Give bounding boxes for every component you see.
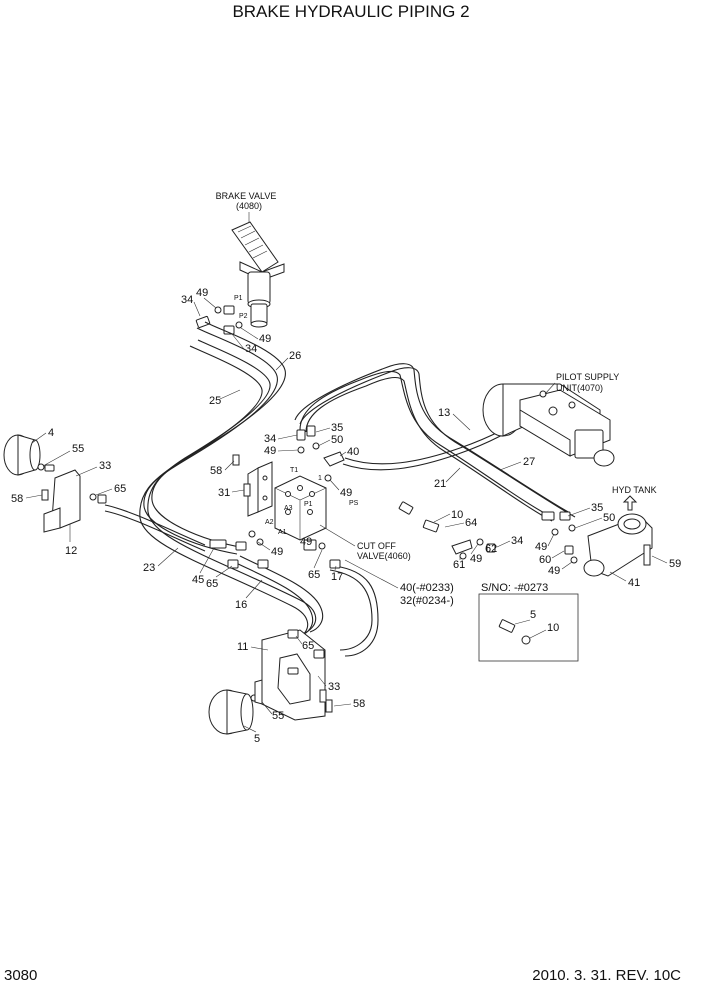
- cut-off-valve: T1 A3 P1 A2 A1 PS 1 CUT OFF VALVE(4060): [265, 467, 411, 561]
- pn-64: 64: [465, 517, 477, 529]
- pn-58-b: 58: [210, 465, 222, 477]
- brake-valve-fittings: 49 34 49 34: [181, 287, 271, 355]
- pn-49-i: 49: [548, 565, 560, 577]
- pn-54-inset: 10: [547, 622, 559, 634]
- port-t1: T1: [290, 467, 298, 474]
- serial-inset: S/NO: -#0273 5 10: [478, 582, 579, 662]
- pn-45: 45: [192, 574, 204, 586]
- pn-65-c: 65: [308, 569, 320, 581]
- pn-25: 25: [209, 395, 221, 407]
- hose-bundle: [104, 321, 576, 657]
- pilot-supply-unit: PILOT SUPPLY UNIT(4070): [482, 372, 619, 467]
- pn-58-c: 58: [353, 698, 365, 710]
- port-a3: A3: [284, 505, 293, 512]
- pn-33-b: 33: [328, 681, 340, 693]
- brake-valve-code: (4080): [236, 201, 262, 211]
- pn-31: 31: [218, 487, 230, 499]
- pn-5: 5: [254, 733, 260, 745]
- port-a1: A1: [278, 529, 287, 536]
- port-x1: 1: [318, 475, 322, 482]
- pn-12: 12: [65, 545, 77, 557]
- revision-date: 2010. 3. 31. REV. 10C: [532, 967, 681, 984]
- tank-elbow-41: HYD TANK: [583, 485, 657, 577]
- pn-50-a: 50: [331, 434, 343, 446]
- brake-valve: BRAKE VALVE (4080) P1 P2: [216, 191, 285, 328]
- pn-34-b: 34: [245, 343, 257, 355]
- pn-50-b: 50: [603, 512, 615, 524]
- pn-65-b: 65: [206, 578, 218, 590]
- pn-17: 17: [331, 571, 343, 583]
- accumulator-4: [3, 434, 107, 533]
- pn-4: 4: [48, 427, 54, 439]
- pn-62: 62: [485, 543, 497, 555]
- fittings: [209, 425, 578, 659]
- pn-11: 11: [237, 641, 248, 653]
- port-p1-mid: P1: [304, 501, 313, 508]
- port-p1-top: P1: [234, 295, 243, 302]
- serial-note: S/NO: -#0273: [481, 582, 548, 594]
- part-number-labels: 26 25 35 34 50 49 40 49 13 27 21 4 55 33…: [11, 350, 681, 745]
- page-number: 3080: [4, 967, 37, 984]
- pn-49-c: 49: [264, 445, 276, 457]
- pn-10-inset: 5: [530, 609, 536, 621]
- pn-60: 60: [539, 554, 551, 566]
- page-title: BRAKE HYDRAULIC PIPING 2: [232, 2, 469, 21]
- cut-off-label: CUT OFF: [357, 541, 396, 551]
- hyd-tank-label: HYD TANK: [612, 485, 657, 495]
- pn-16: 16: [235, 599, 247, 611]
- serial-32: 32(#0234-): [400, 595, 454, 607]
- pn-59: 59: [669, 558, 681, 570]
- pn-40: 40: [347, 446, 359, 458]
- pilot-supply-code: UNIT(4070): [556, 383, 603, 393]
- cut-off-code: VALVE(4060): [357, 551, 411, 561]
- port-p2-top: P2: [239, 313, 248, 320]
- serial-40: 40(-#0233): [400, 582, 454, 594]
- pn-34-a: 34: [181, 294, 193, 306]
- pn-27: 27: [523, 456, 535, 468]
- pn-23: 23: [143, 562, 155, 574]
- pn-33-a: 33: [99, 460, 111, 472]
- pn-65-d: 65: [302, 640, 314, 652]
- pn-49-d: 49: [340, 487, 352, 499]
- pn-55-a: 55: [72, 443, 84, 455]
- pn-49-b: 49: [259, 333, 271, 345]
- pn-13: 13: [438, 407, 450, 419]
- pn-49-a: 49: [196, 287, 208, 299]
- pn-65-a: 65: [114, 483, 126, 495]
- pn-61: 61: [453, 559, 465, 571]
- pn-26: 26: [289, 350, 301, 362]
- pn-58-a: 58: [11, 493, 23, 505]
- pn-34-c: 34: [264, 433, 276, 445]
- bracket-31: [232, 454, 273, 517]
- pn-49-e: 49: [271, 546, 283, 558]
- pn-34-d: 34: [511, 535, 523, 547]
- pn-49-f: 49: [300, 536, 312, 548]
- pn-49-g: 49: [470, 553, 482, 565]
- port-ps: PS: [349, 500, 359, 507]
- pn-35-b: 35: [591, 502, 603, 514]
- pn-10: 10: [451, 509, 463, 521]
- port-a2: A2: [265, 519, 274, 526]
- brake-valve-label: BRAKE VALVE: [216, 191, 277, 201]
- pn-21: 21: [434, 478, 446, 490]
- pilot-supply-label: PILOT SUPPLY: [556, 372, 619, 382]
- pn-41: 41: [628, 577, 640, 589]
- accumulator-5: [208, 629, 333, 735]
- pn-49-h: 49: [535, 541, 547, 553]
- pn-55-b: 55: [272, 710, 284, 722]
- pn-35-a: 35: [331, 422, 343, 434]
